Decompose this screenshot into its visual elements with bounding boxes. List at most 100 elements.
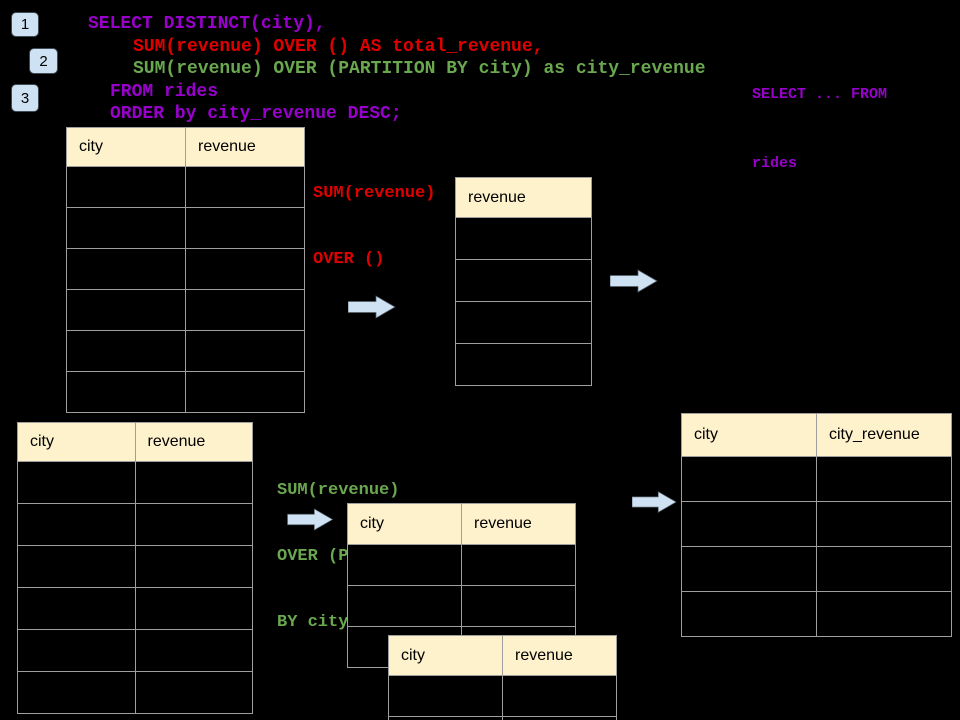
annotation-partition-line1: SUM(revenue) — [277, 481, 400, 500]
table-cell — [18, 630, 135, 671]
sql-line-total-revenue: SUM(revenue) OVER () AS total_revenue, — [133, 37, 544, 57]
table-row — [455, 218, 592, 260]
table-row — [17, 588, 253, 630]
table-cell — [389, 676, 502, 716]
table-cell — [18, 672, 135, 713]
table-cell — [816, 547, 951, 591]
table-cell — [67, 208, 185, 248]
table-row — [66, 290, 305, 331]
annotation-total-line1: SUM(revenue) — [313, 184, 436, 203]
table-source-top: city revenue — [66, 127, 305, 413]
table-cell — [134, 588, 253, 629]
table-cell — [348, 586, 461, 626]
table-cell — [18, 462, 135, 503]
column-header-revenue: revenue — [461, 504, 575, 544]
table-row — [17, 546, 253, 588]
table-cell — [682, 547, 816, 591]
table-row — [17, 504, 253, 546]
table-cell — [67, 372, 185, 412]
table-row — [17, 630, 253, 672]
table-cell — [816, 502, 951, 546]
table-cell — [456, 302, 591, 343]
table-cell — [185, 167, 304, 207]
table-cell — [816, 592, 951, 636]
table-header-row: city city_revenue — [681, 413, 952, 457]
step-badge-1: 1 — [11, 12, 39, 37]
table-row — [681, 457, 952, 502]
note-select-from-line1: SELECT ... FROM — [752, 86, 888, 103]
step-badge-3: 3 — [11, 84, 39, 112]
column-header-city: city — [30, 433, 54, 450]
column-header-revenue: revenue — [185, 128, 304, 166]
table-cell — [502, 717, 616, 720]
table-row — [455, 260, 592, 302]
table-cell — [134, 672, 253, 713]
table-header-row: city revenue — [17, 422, 253, 462]
table-cell — [461, 586, 575, 626]
table-cell — [348, 545, 461, 585]
column-header-city-revenue: city_revenue — [816, 414, 951, 456]
table-header-row: city revenue — [347, 503, 576, 545]
table-partition-front: city revenue — [347, 503, 576, 668]
table-header-row: city revenue — [66, 127, 305, 167]
flow-arrow-source-to-revenue — [348, 295, 396, 319]
column-header-city: city — [360, 515, 384, 532]
table-row — [388, 717, 617, 720]
table-cell — [682, 592, 816, 636]
sql-line-from: FROM rides — [110, 82, 219, 102]
table-cell — [67, 331, 185, 371]
column-header-revenue: revenue — [134, 423, 253, 461]
table-cell — [67, 167, 185, 207]
table-source-bottom: city revenue — [17, 422, 253, 714]
table-row — [681, 547, 952, 592]
table-cell — [67, 290, 185, 330]
table-row — [66, 331, 305, 372]
sql-line-city-revenue: SUM(revenue) OVER (PARTITION BY city) as… — [133, 59, 706, 79]
column-header-revenue: revenue — [468, 188, 526, 206]
table-cell — [67, 249, 185, 289]
table-cell — [682, 502, 816, 546]
table-row — [455, 302, 592, 344]
column-header-city: city — [401, 646, 425, 664]
annotation-total-line2: OVER () — [313, 250, 385, 269]
table-row — [66, 249, 305, 290]
table-row — [455, 344, 592, 386]
table-cell — [816, 457, 951, 501]
table-revenue-projection: revenue — [455, 177, 592, 386]
table-row — [17, 462, 253, 504]
table-cell — [134, 546, 253, 587]
table-header-row: city revenue — [388, 635, 617, 676]
table-cell — [456, 344, 591, 385]
table-cell — [134, 462, 253, 503]
table-cell — [461, 545, 575, 585]
flow-arrow-partition-input — [287, 508, 334, 531]
step-badge-2: 2 — [29, 48, 58, 74]
annotation-partition-line3: BY city) — [277, 613, 359, 632]
table-row — [66, 208, 305, 249]
annotation-sum-over-total: SUM(revenue) OVER () — [313, 139, 435, 315]
table-header-row: revenue — [455, 177, 592, 218]
sql-line-order-by: ORDER by city_revenue DESC; — [110, 104, 402, 124]
flow-arrow-total-output — [610, 269, 658, 293]
table-row — [17, 672, 253, 714]
table-cell — [185, 372, 304, 412]
column-header-city: city — [694, 426, 718, 443]
table-cell — [18, 504, 135, 545]
table-cell — [456, 260, 591, 301]
table-cell — [134, 630, 253, 671]
table-row — [347, 545, 576, 586]
table-cell — [185, 208, 304, 248]
table-cell — [682, 457, 816, 501]
note-select-from-rides: SELECT ... FROM rides — [752, 37, 887, 221]
column-header-city: city — [79, 138, 103, 155]
table-cell — [502, 676, 616, 716]
table-row — [66, 167, 305, 208]
table-result: city city_revenue — [681, 413, 952, 637]
flow-arrow-partition-to-result — [632, 491, 677, 513]
table-cell — [185, 331, 304, 371]
table-row — [388, 676, 617, 717]
table-row — [681, 592, 952, 637]
table-cell — [456, 218, 591, 259]
table-cell — [185, 290, 304, 330]
